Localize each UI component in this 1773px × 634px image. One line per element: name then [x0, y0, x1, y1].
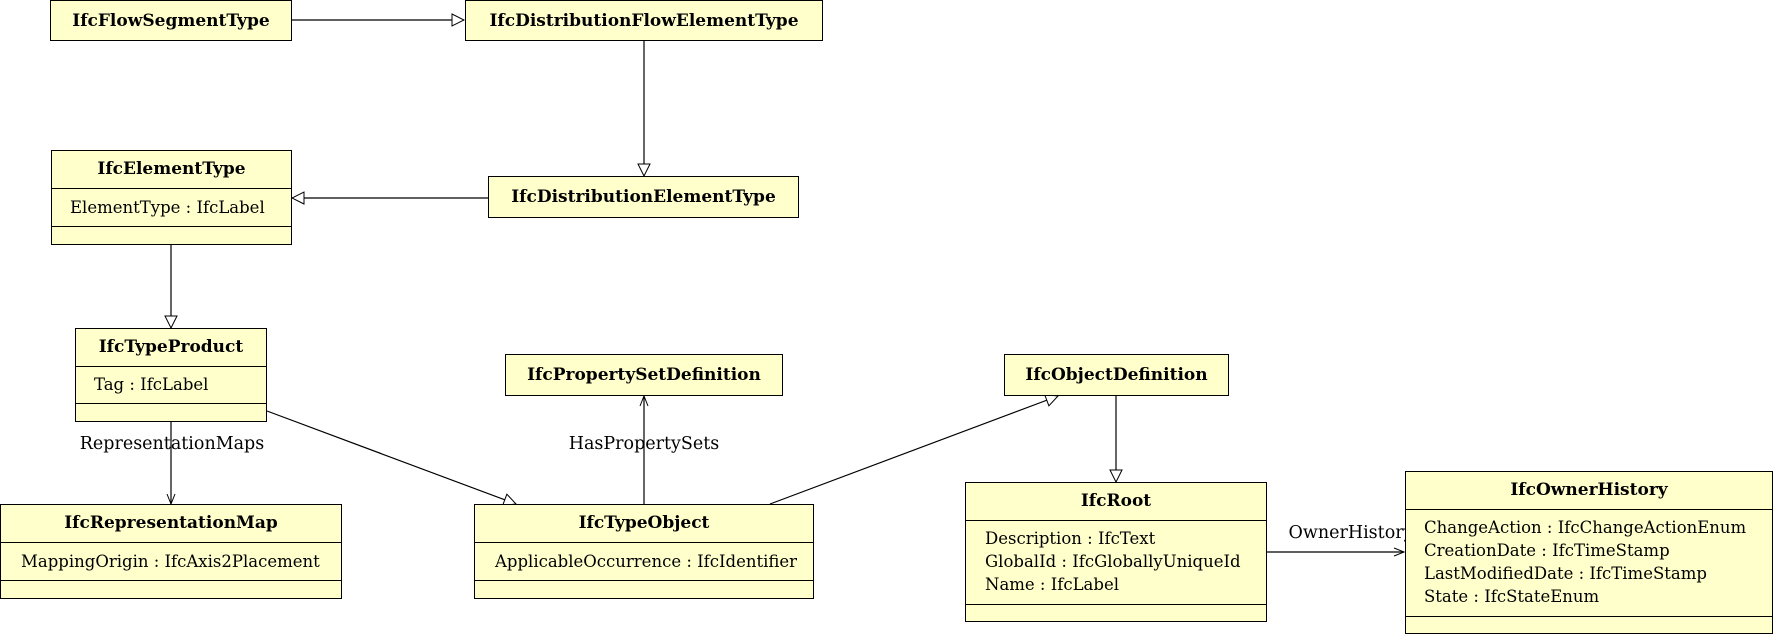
class-ifc-property-set-definition[interactable]: IfcPropertySetDefinition [505, 354, 783, 396]
attribute: ElementType : IfcLabel [70, 198, 265, 217]
attribute: ChangeAction : IfcChangeActionEnum [1424, 518, 1747, 537]
attribute: LastModifiedDate : IfcTimeStamp [1424, 564, 1707, 583]
class-operations [966, 604, 1266, 622]
class-operations [76, 403, 266, 421]
class-ifc-root[interactable]: IfcRoot Description : IfcText GlobalId :… [965, 482, 1267, 622]
attribute: State : IfcStateEnum [1424, 587, 1600, 606]
class-name: IfcObjectDefinition [1025, 365, 1208, 385]
class-ifc-flow-segment-type[interactable]: IfcFlowSegmentType [50, 0, 292, 41]
class-attributes: ApplicableOccurrence : IfcIdentifier [475, 542, 813, 580]
label-representation-maps: RepresentationMaps [79, 434, 265, 454]
class-ifc-owner-history[interactable]: IfcOwnerHistory ChangeAction : IfcChange… [1405, 471, 1773, 634]
attribute: Tag : IfcLabel [94, 375, 209, 394]
class-attributes: ChangeAction : IfcChangeActionEnum Creat… [1406, 509, 1772, 616]
class-ifc-distribution-flow-element-type[interactable]: IfcDistributionFlowElementType [465, 0, 823, 41]
class-ifc-type-object[interactable]: IfcTypeObject ApplicableOccurrence : Ifc… [474, 504, 814, 599]
class-attributes: Tag : IfcLabel [76, 366, 266, 403]
class-operations [475, 580, 813, 598]
class-operations [1406, 616, 1772, 634]
attribute: Description : IfcText [985, 529, 1156, 548]
class-attributes: ElementType : IfcLabel [52, 188, 291, 226]
class-name: IfcPropertySetDefinition [527, 365, 761, 385]
class-ifc-object-definition[interactable]: IfcObjectDefinition [1004, 354, 1229, 396]
class-attributes: MappingOrigin : IfcAxis2Placement [1, 542, 341, 580]
class-name: IfcDistributionFlowElementType [489, 11, 799, 31]
class-ifc-type-product[interactable]: IfcTypeProduct Tag : IfcLabel [75, 328, 267, 422]
class-attributes: Description : IfcText GlobalId : IfcGlob… [966, 520, 1266, 604]
class-ifc-element-type[interactable]: IfcElementType ElementType : IfcLabel [51, 150, 292, 245]
attribute: Name : IfcLabel [985, 575, 1119, 594]
attribute: GlobalId : IfcGloballyUniqueId [985, 552, 1241, 571]
attribute: CreationDate : IfcTimeStamp [1424, 541, 1670, 560]
class-name: IfcElementType [97, 159, 246, 179]
attribute: ApplicableOccurrence : IfcIdentifier [495, 552, 798, 571]
class-operations [1, 580, 341, 598]
class-name: IfcFlowSegmentType [72, 11, 270, 31]
class-name: IfcDistributionElementType [511, 187, 776, 207]
class-operations [52, 226, 291, 244]
gen-typeproduct-to-typeobject [266, 410, 516, 504]
class-name: IfcRepresentationMap [64, 513, 278, 533]
attribute: MappingOrigin : IfcAxis2Placement [21, 552, 320, 571]
class-name: IfcRoot [1080, 491, 1152, 511]
label-owner-history: OwnerHistory [1288, 523, 1414, 543]
gen-typeobject-to-objectdefinition [769, 396, 1058, 505]
class-ifc-representation-map[interactable]: IfcRepresentationMap MappingOrigin : Ifc… [0, 504, 342, 599]
class-name: IfcOwnerHistory [1510, 480, 1668, 500]
class-ifc-distribution-element-type[interactable]: IfcDistributionElementType [488, 176, 799, 218]
label-has-property-sets: HasPropertySets [568, 434, 720, 454]
class-name: IfcTypeObject [578, 513, 710, 533]
class-name: IfcTypeProduct [98, 337, 244, 357]
